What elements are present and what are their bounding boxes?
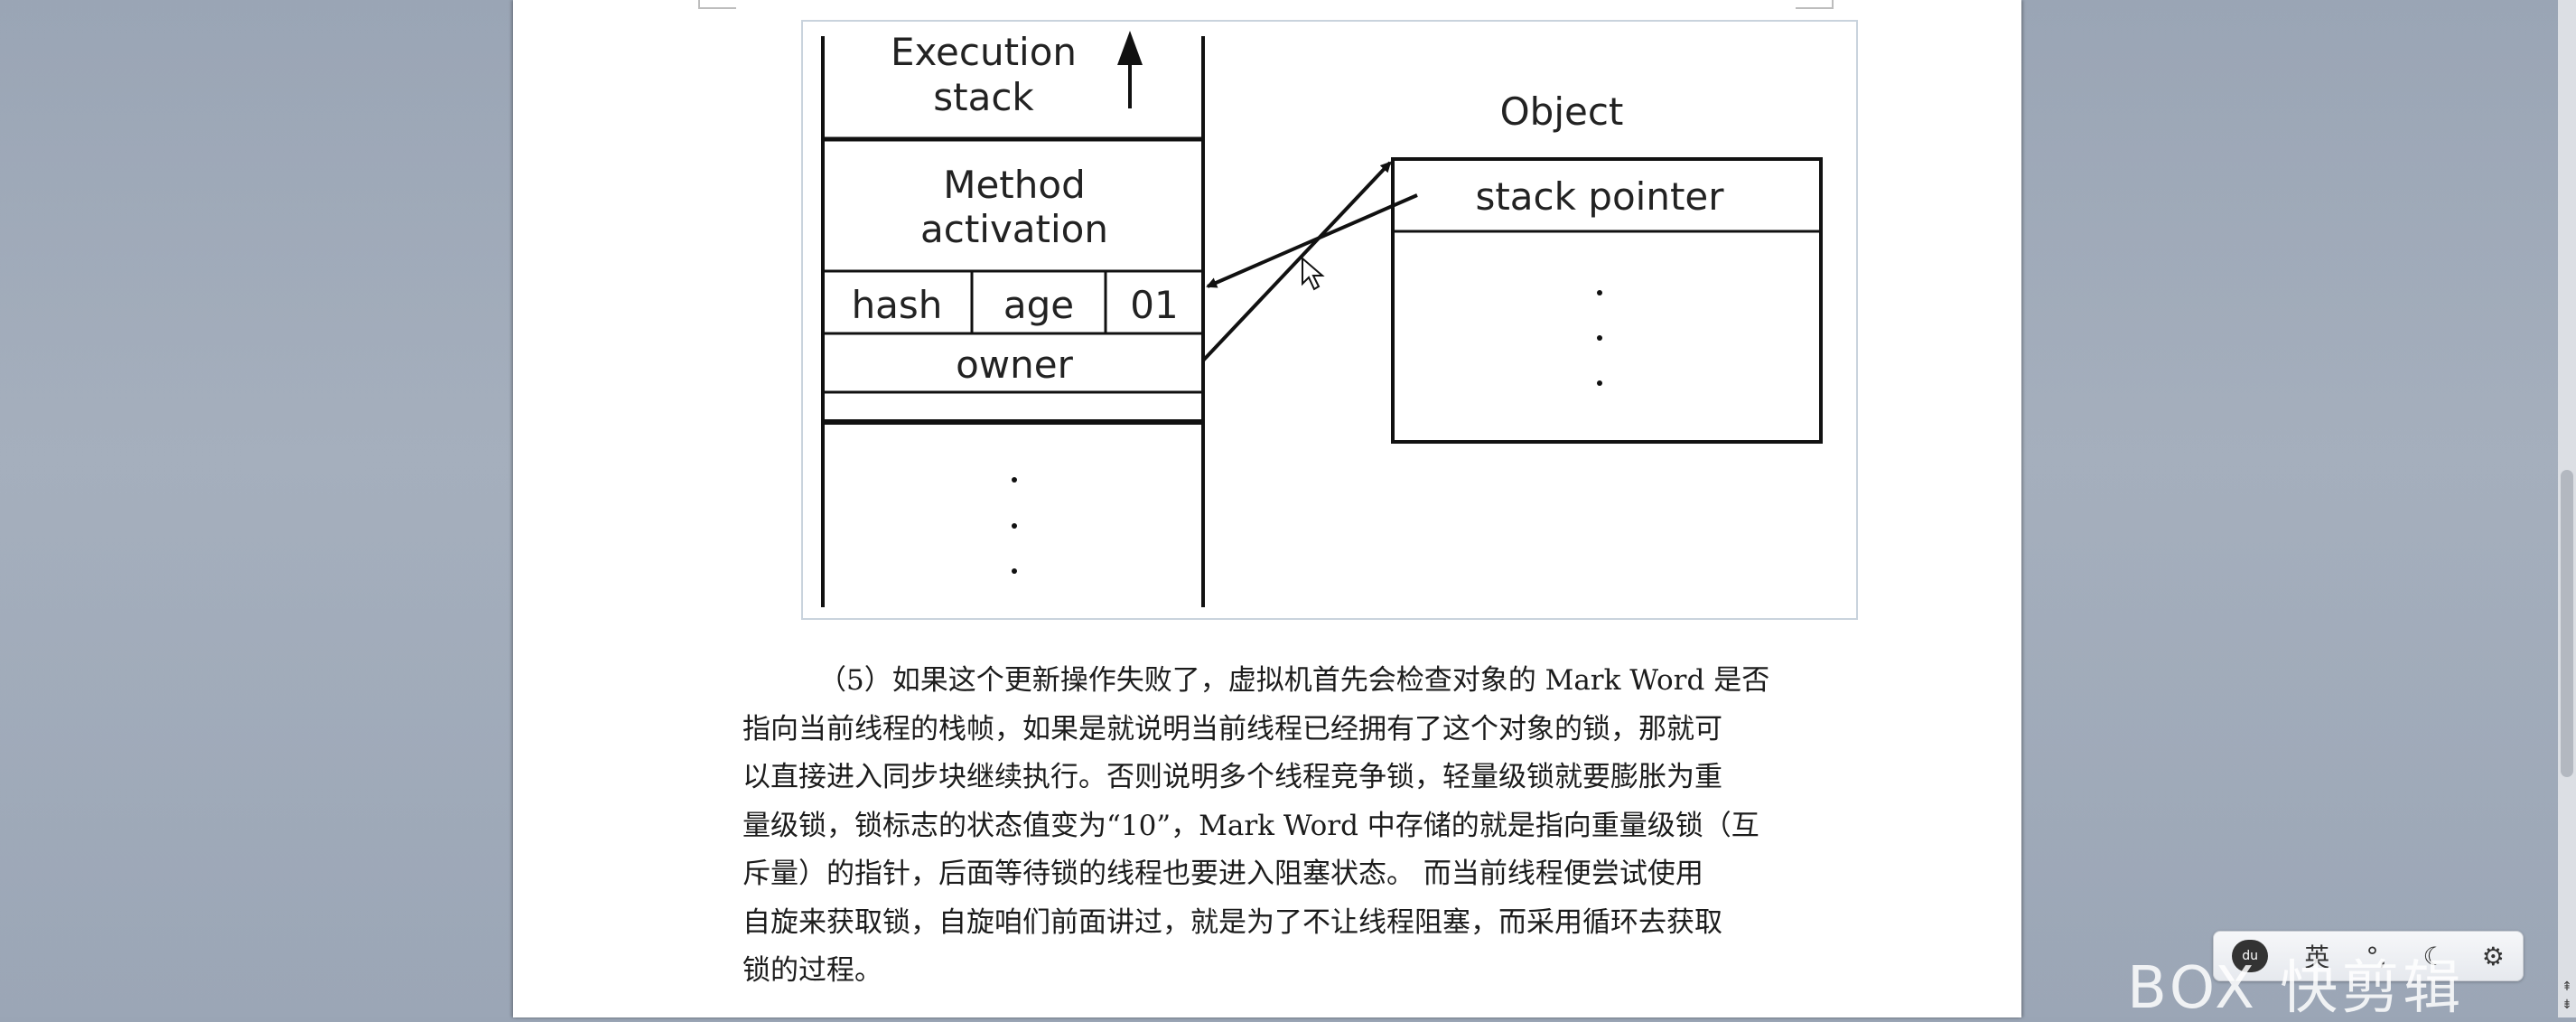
page-corner-mark-left — [698, 0, 736, 9]
up-arrow-icon — [1117, 31, 1143, 65]
lock-diagram-figure: Execution stack Method activation hash a… — [801, 20, 1858, 620]
method-activation-label-line2: activation — [920, 207, 1108, 251]
lock-bits-field-label: 01 — [1130, 283, 1178, 327]
ime-language-toggle[interactable]: 英 — [2304, 942, 2330, 972]
vertical-scrollbar[interactable] — [2558, 0, 2576, 1017]
hash-field-label: hash — [852, 283, 943, 327]
execution-stack-label-line2: stack — [933, 75, 1034, 119]
execution-stack-label-line1: Execution — [891, 30, 1077, 74]
stack-pointer-label: stack pointer — [1475, 174, 1724, 219]
age-field-label: age — [1003, 283, 1074, 327]
object-ellipsis-dot-3 — [1597, 380, 1602, 386]
object-box — [1391, 157, 1823, 444]
object-ellipsis-dot-2 — [1597, 335, 1602, 341]
owner-field-label: owner — [956, 342, 1074, 387]
paragraph-line-2: 指向当前线程的栈帧，如果是就说明当前线程已经拥有了这个对象的锁，那就可 — [742, 712, 1722, 745]
method-activation-label-line1: Method — [943, 163, 1086, 207]
ime-toolbar[interactable]: du 英 °, ☾ ⚙ — [2213, 931, 2524, 981]
body-paragraph: （5）如果这个更新操作失败了，虚拟机首先会检查对象的 Mark Word 是否 … — [742, 657, 1804, 996]
owner-to-object-arrow — [1201, 161, 1392, 362]
ime-settings-gear-icon[interactable]: ⚙ — [2481, 941, 2505, 971]
paragraph-line-7: 锁的过程。 — [742, 954, 882, 987]
paragraph-line-3: 以直接进入同步块继续执行。否则说明多个线程竞争锁，轻量级锁就要膨胀为重 — [742, 761, 1722, 793]
stack-ellipsis-dot-1 — [1012, 477, 1017, 483]
mouse-cursor-icon — [1302, 256, 1325, 291]
video-watermark: BOX 快剪辑 — [2127, 955, 2465, 1022]
scrollbar-thumb[interactable] — [2561, 470, 2573, 777]
paragraph-line-6: 自旋来获取锁，自旋咱们前面讲过，就是为了不让线程阻塞，而采用循环去获取 — [742, 905, 1722, 939]
stack-pointer-to-lock-record-arrow — [1206, 193, 1418, 288]
paragraph-line-1: （5）如果这个更新操作失败了，虚拟机首先会检查对象的 Mark Word 是否 — [818, 664, 1770, 697]
scroll-page-arrows-icon[interactable]: ⇞⇟ — [2562, 980, 2572, 1012]
paragraph-line-4: 量级锁，锁标志的状态值变为“10”，Mark Word 中存储的就是指向重量级锁… — [742, 809, 1759, 842]
page-corner-mark-right — [1796, 0, 1834, 9]
ime-punctuation-toggle-icon[interactable]: °, — [2366, 941, 2387, 971]
lock-diagram: Execution stack Method activation hash a… — [821, 30, 1823, 607]
object-label: Object — [1500, 89, 1624, 134]
paragraph-line-5: 斥量）的指针，后面等待锁的线程也要进入阻塞状态。 而当前线程便尝试使用 — [742, 858, 1703, 890]
object-ellipsis-dot-1 — [1597, 290, 1602, 295]
stack-ellipsis-dot-2 — [1012, 523, 1017, 529]
ime-logo-icon[interactable]: du — [2232, 940, 2269, 972]
stack-ellipsis-dot-3 — [1012, 568, 1017, 574]
ime-moon-icon[interactable]: ☾ — [2422, 941, 2446, 971]
